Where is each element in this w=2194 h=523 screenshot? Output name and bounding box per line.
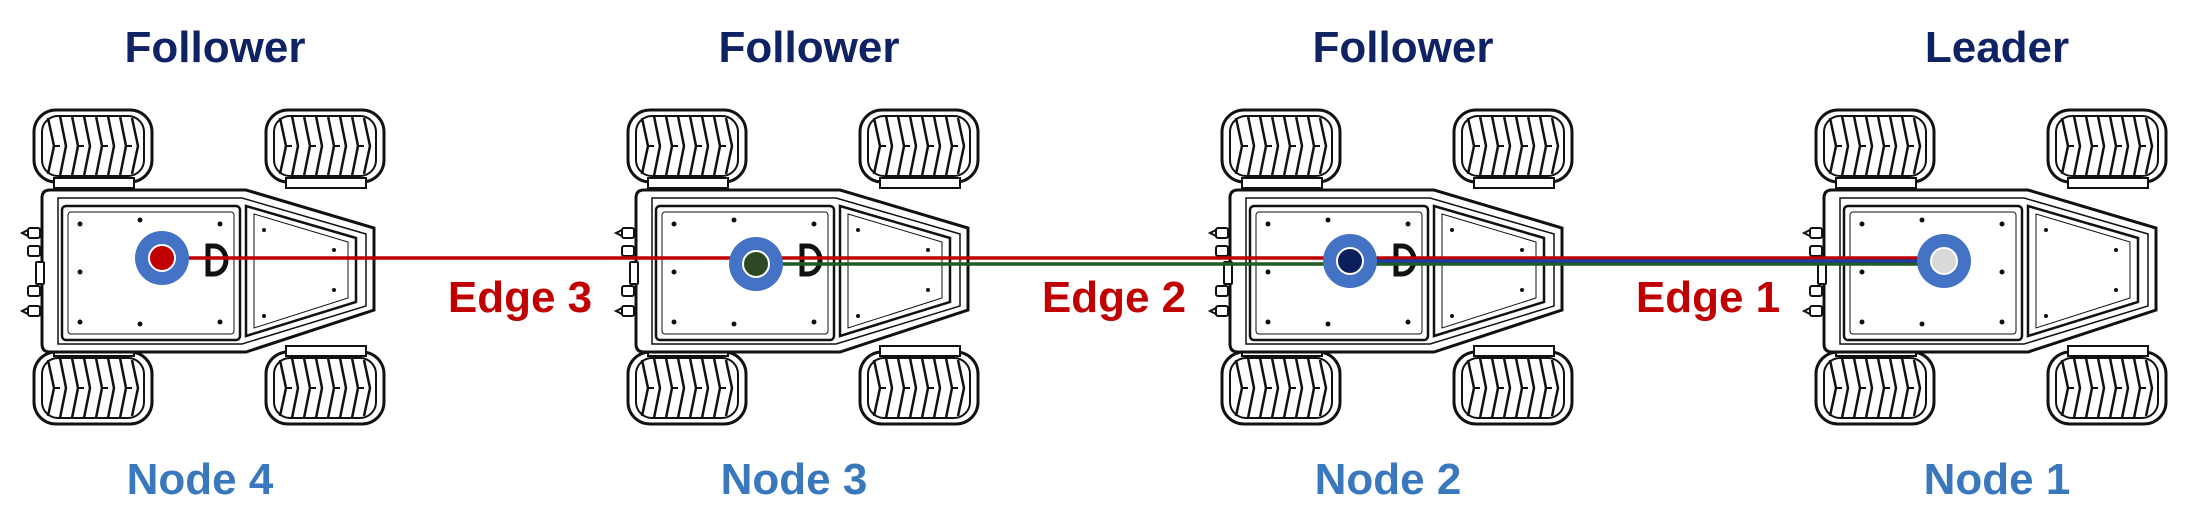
sensor-node-3 (799, 243, 823, 277)
role-label-node-4: Follower (124, 23, 306, 72)
robot-node-2 (1210, 110, 1572, 424)
node-label-3: Node 3 (720, 455, 868, 504)
role-label-node-3: Follower (718, 23, 900, 72)
edge-label-3: Edge 3 (447, 273, 593, 322)
node-label-4: Node 4 (126, 455, 274, 504)
role-label-node-2: Follower (1312, 23, 1494, 72)
marker-node-1 (1917, 234, 1971, 288)
marker-node-3 (729, 237, 783, 291)
marker-node-2 (1323, 234, 1377, 288)
sensor-node-4 (205, 243, 229, 277)
marker-node-4 (135, 231, 189, 285)
role-label-node-1: Leader (1924, 23, 2070, 72)
node-label-1: Node 1 (1923, 455, 2071, 504)
robot-node-1 (1804, 110, 2166, 424)
robot-node-4 (22, 110, 384, 424)
robot-node-3 (616, 110, 978, 424)
edge-label-1: Edge 1 (1635, 273, 1781, 322)
node-label-2: Node 2 (1314, 455, 1462, 504)
edge-label-2: Edge 2 (1041, 273, 1187, 322)
